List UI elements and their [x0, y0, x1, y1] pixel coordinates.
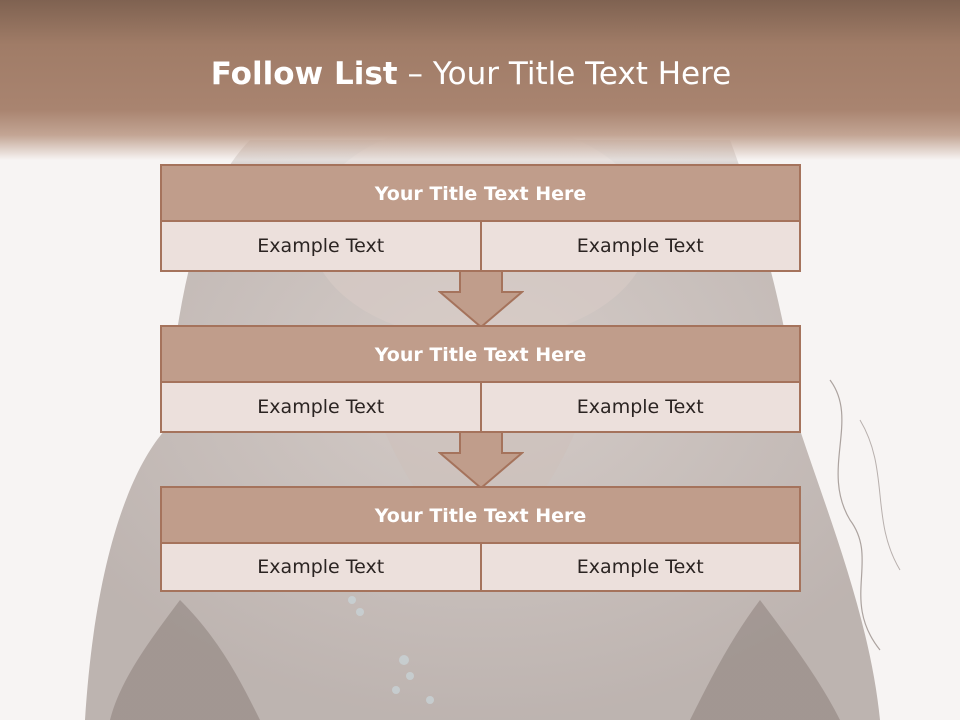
down-arrow-icon: [438, 431, 524, 489]
header-band: [0, 0, 960, 175]
slide-title-bold: Follow List: [210, 56, 398, 92]
list-block-1: Your Title Text Here Example Text Exampl…: [160, 164, 801, 272]
slide-title: Follow List – Your Title Text Here: [0, 56, 942, 92]
block-cells: Example Text Example Text: [162, 222, 799, 270]
block-cell-right: Example Text: [479, 222, 799, 270]
block-cell-left: Example Text: [162, 383, 480, 431]
list-block-3: Your Title Text Here Example Text Exampl…: [160, 486, 801, 592]
block-cells: Example Text Example Text: [162, 544, 799, 590]
block-cell-left: Example Text: [162, 222, 480, 270]
block-title: Your Title Text Here: [162, 488, 799, 544]
block-title: Your Title Text Here: [162, 166, 799, 222]
down-arrow-icon: [438, 270, 524, 328]
block-cell-right: Example Text: [479, 383, 799, 431]
block-cell-right: Example Text: [479, 544, 799, 590]
block-title: Your Title Text Here: [162, 327, 799, 383]
block-cells: Example Text Example Text: [162, 383, 799, 431]
block-cell-left: Example Text: [162, 544, 480, 590]
list-block-2: Your Title Text Here Example Text Exampl…: [160, 325, 801, 433]
slide-title-rest: – Your Title Text Here: [407, 56, 732, 92]
